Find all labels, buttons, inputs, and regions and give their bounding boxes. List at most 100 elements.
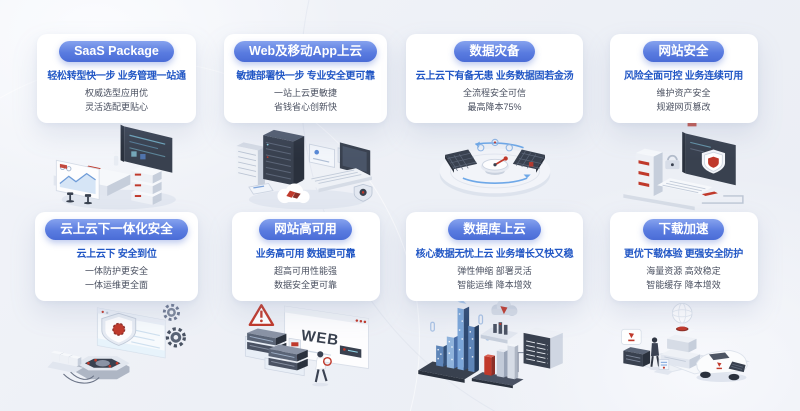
- solution-card-dl[interactable]: 下载加速 更优下载体验 更强安全防护 海量资源 高效稳定 智能缓存 降本增效: [609, 212, 758, 301]
- dl-desc-1: 海量资源 高效稳定: [646, 266, 721, 276]
- dbcloud-subtitle: 核心数据无忧上云 业务增长又快又稳: [415, 249, 574, 260]
- web-window-servers-illustration: WEB: [244, 304, 369, 387]
- server-racks-laptop-illustration: [235, 129, 372, 210]
- shield-badge-icon: [701, 149, 725, 174]
- city-platform: [417, 361, 479, 383]
- dbcloud-title-button[interactable]: 数据库上云: [448, 219, 541, 240]
- solution-cell-dl: 下载加速 更优下载体验 更强安全防护 海量资源 高效稳定 智能缓存 降本增效: [593, 212, 774, 390]
- solution-card-intsec[interactable]: 云上云下一体化安全 云上云下 安全到位 一体防护更安全 一体运维更全面: [35, 212, 198, 301]
- websec-title-button[interactable]: 网站安全: [643, 41, 724, 62]
- shield-icon: [353, 183, 372, 202]
- saas-subtitle: 轻松转型快一步 业务管理一站通: [47, 71, 186, 82]
- solution-card-dbcloud[interactable]: 数据库上云 核心数据无忧上云 业务增长又快又稳 弹性伸缩 部署灵活 智能运维 降…: [405, 212, 584, 301]
- server-stack: [130, 166, 162, 205]
- center-gauge: [480, 156, 509, 175]
- saas-title-button[interactable]: SaaS Package: [59, 41, 174, 62]
- server-stack-front: [264, 344, 308, 377]
- solution-cell-saas: SaaS Package 轻松转型快一步 业务管理一站通 权威选型应用优 灵活选…: [26, 34, 207, 212]
- backup-subtitle: 云上云下有备无患 业务数据固若金汤: [415, 71, 574, 82]
- solution-card-webapp[interactable]: Web及移动App上云 敏捷部署快一步 专业安全更可靠 一站上云更敏捷 省钱省心…: [224, 34, 387, 123]
- octagon-platform: [75, 356, 129, 380]
- server-rack-light: [235, 142, 265, 188]
- solution-cell-backup: 数据灾备 云上云下有备无患 业务数据固若金汤 全流程安全可信 最高降本75%: [404, 34, 585, 212]
- city-buildings: [435, 300, 479, 373]
- backup-desc-2: 最高降本75%: [467, 102, 522, 112]
- connection-wires: [62, 371, 100, 384]
- vehicle: [695, 349, 748, 382]
- backup-platform-gauge-illustration: [439, 138, 550, 197]
- security-monitor: [681, 131, 736, 186]
- webapp-desc-2: 省钱省心创新快: [273, 102, 337, 112]
- intsec-subtitle: 云上云下 安全到位: [76, 249, 157, 260]
- websec-subtitle: 风险全面可控 业务连续可用: [624, 71, 743, 82]
- shield-core-gears-illustration: [46, 303, 186, 384]
- chart-monitor: [55, 159, 100, 201]
- backup-desc-1: 全流程安全可信: [462, 88, 526, 98]
- webapp-title-button[interactable]: Web及移动App上云: [234, 41, 377, 62]
- cable: [701, 195, 744, 204]
- data-nodes: [476, 138, 513, 152]
- gear-icon: [165, 327, 186, 348]
- city-database-chart-illustration: [417, 299, 563, 389]
- laptop: [301, 142, 372, 193]
- storage-boxes: [46, 350, 83, 374]
- websec-desc-2: 规避网页篡改: [656, 102, 711, 112]
- server-tower: [635, 148, 663, 196]
- saas-desc-1: 权威选型应用优: [84, 88, 148, 98]
- solution-cell-webha: 网站高可用 业务高可用 数据更可靠 超高可用性能强 数据安全更可靠 WEB: [215, 212, 396, 390]
- monitor-red-shield-illustration: [622, 122, 744, 211]
- solution-card-webha[interactable]: 网站高可用 业务高可用 数据更可靠 超高可用性能强 数据安全更可靠: [231, 212, 380, 301]
- webha-desc-1: 超高可用性能强: [273, 266, 337, 276]
- mini-city-platform: [480, 322, 518, 344]
- globe-tower: [660, 303, 700, 369]
- lock-icon: [664, 154, 680, 170]
- solution-cell-webapp: Web及移动App上云 敏捷部署快一步 专业安全更可靠 一站上云更敏捷 省钱省心…: [215, 34, 396, 212]
- backup-title-button[interactable]: 数据灾备: [454, 41, 535, 62]
- download-badge-icon: [716, 362, 722, 370]
- intsec-title-button[interactable]: 云上云下一体化安全: [45, 219, 188, 240]
- office-chairs: [65, 192, 92, 205]
- webha-desc-2: 数据安全更可靠: [273, 280, 337, 290]
- dl-title-button[interactable]: 下载加速: [643, 219, 724, 240]
- solution-card-backup[interactable]: 数据灾备 云上云下有备无患 业务数据固若金汤 全流程安全可信 最高降本75%: [405, 34, 584, 123]
- cloud-icon: [276, 183, 310, 204]
- download-panel: [620, 328, 642, 345]
- solution-cell-websec: 网站安全 风险全面可控 业务连续可用 维护资产安全 规避网页篡改: [593, 34, 774, 212]
- mini-station: [653, 359, 673, 375]
- vehicle-download-station-illustration: [620, 303, 750, 382]
- ticket-card: [247, 182, 274, 195]
- bar-chart: [471, 343, 524, 389]
- cache-machine: [622, 347, 650, 367]
- backup-panels-right: [512, 149, 545, 173]
- web-label: WEB: [300, 327, 340, 349]
- dl-subtitle: 更优下载体验 更强安全防护: [624, 249, 743, 260]
- solution-card-websec[interactable]: 网站安全 风险全面可控 业务连续可用 维护资产安全 规避网页篡改: [609, 34, 758, 123]
- shield-core-icon: [100, 312, 136, 346]
- backup-panels-left: [444, 149, 477, 173]
- webha-title-button[interactable]: 网站高可用: [259, 219, 352, 240]
- webha-subtitle: 业务高可用 数据更可靠: [255, 249, 356, 260]
- dbcloud-desc-1: 弹性伸缩 部署灵活: [457, 266, 532, 276]
- sync-arrows: [462, 141, 531, 184]
- intsec-desc-2: 一体运维更全面: [84, 280, 148, 290]
- webapp-desc-1: 一站上云更敏捷: [273, 88, 337, 98]
- saas-dashboard-servers-illustration: [53, 124, 176, 210]
- dashboard-screen: [120, 124, 172, 173]
- dl-desc-2: 智能缓存 降本增效: [646, 280, 721, 290]
- content-badge: [339, 345, 361, 358]
- person-figure: [311, 351, 332, 387]
- person-figure: [648, 337, 662, 371]
- warning-icon: [248, 304, 274, 327]
- database-rack: [523, 327, 563, 369]
- keyboard: [656, 178, 718, 196]
- server-rack-dark: [262, 129, 304, 186]
- solution-card-saas[interactable]: SaaS Package 轻松转型快一步 业务管理一站通 权威选型应用优 灵活选…: [37, 34, 196, 123]
- dbcloud-desc-2: 智能运维 降本增效: [457, 280, 532, 290]
- cloud-icon: [490, 299, 517, 316]
- solution-card-grid: SaaS Package 轻松转型快一步 业务管理一站通 权威选型应用优 灵活选…: [26, 34, 774, 390]
- intsec-desc-1: 一体防护更安全: [84, 266, 148, 276]
- gear-icon: [162, 303, 180, 321]
- websec-desc-1: 维护资产安全: [656, 88, 711, 98]
- solution-cell-intsec: 云上云下一体化安全 云上云下 安全到位 一体防护更安全 一体运维更全面: [26, 212, 207, 390]
